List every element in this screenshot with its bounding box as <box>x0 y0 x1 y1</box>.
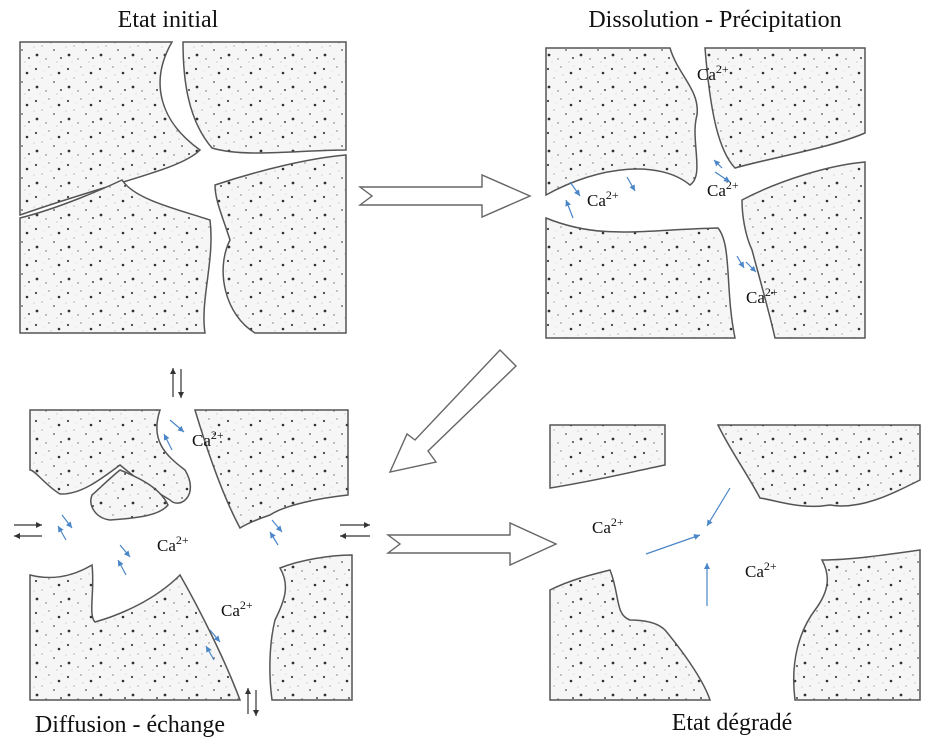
diffusion-arrow <box>119 544 131 558</box>
ion-label-ca: Ca2+ <box>592 515 624 537</box>
grain <box>792 549 921 701</box>
diffusion-arrow <box>565 199 574 219</box>
diffusion-arrow <box>61 514 73 529</box>
diffusion-arrow <box>57 525 67 541</box>
grain <box>182 41 347 154</box>
ion-label-ca: Ca2+ <box>587 188 619 210</box>
exchange-arrows <box>14 368 370 716</box>
diffusion-arrow <box>169 419 185 433</box>
stage-arrow-diagonal <box>388 348 517 473</box>
grain <box>19 41 202 217</box>
grain <box>214 154 347 334</box>
diffusion-arrow <box>117 559 127 576</box>
diffusion-arrow <box>706 487 731 527</box>
grain <box>716 424 921 508</box>
grain <box>549 569 712 701</box>
ion-label-ca: Ca2+ <box>157 533 189 555</box>
title-degraded-state: Etat dégradé <box>672 710 793 736</box>
grain <box>704 47 866 169</box>
diffusion-arrow <box>745 261 757 273</box>
ion-label-ca: Ca2+ <box>707 178 739 200</box>
ion-label-ca: Ca2+ <box>192 428 224 450</box>
grain <box>741 161 866 339</box>
grain <box>269 554 353 701</box>
diffusion-arrow <box>269 531 279 546</box>
ion-label-ca: Ca2+ <box>745 559 777 581</box>
panel-dissolution-precipitation <box>545 47 866 339</box>
grain <box>545 216 736 339</box>
diffusion-arrows <box>57 159 757 661</box>
grain <box>545 47 698 197</box>
diffusion-arrow <box>713 159 723 169</box>
grain <box>549 424 666 489</box>
diffusion-arrow <box>271 519 283 533</box>
diffusion-arrow <box>736 255 745 269</box>
diffusion-arrow <box>163 433 173 451</box>
grain <box>29 563 242 701</box>
title-diffusion-exchange: Diffusion - échange <box>35 712 225 738</box>
stage-arrow-right <box>357 173 532 219</box>
title-initial-state: Etat initial <box>118 7 219 33</box>
diffusion-arrow <box>626 176 636 192</box>
panel-diffusion-exchange <box>29 409 353 701</box>
diffusion-arrow <box>645 534 701 555</box>
stage-arrow-right-bottom <box>385 521 558 567</box>
panel-initial-state <box>19 41 347 334</box>
diffusion-arrow <box>209 629 221 643</box>
ion-label-ca: Ca2+ <box>221 598 253 620</box>
panel-degraded-state <box>549 424 921 701</box>
diffusion-arrow <box>569 181 581 197</box>
diffusion-arrow <box>205 645 215 661</box>
title-dissolution-precipitation: Dissolution - Précipitation <box>588 7 841 33</box>
grain <box>90 469 169 521</box>
grain <box>19 179 212 334</box>
grain <box>193 409 349 530</box>
ion-label-ca: Ca2+ <box>697 62 729 84</box>
diffusion-arrow <box>714 171 731 183</box>
ion-label-ca: Ca2+ <box>746 285 778 307</box>
